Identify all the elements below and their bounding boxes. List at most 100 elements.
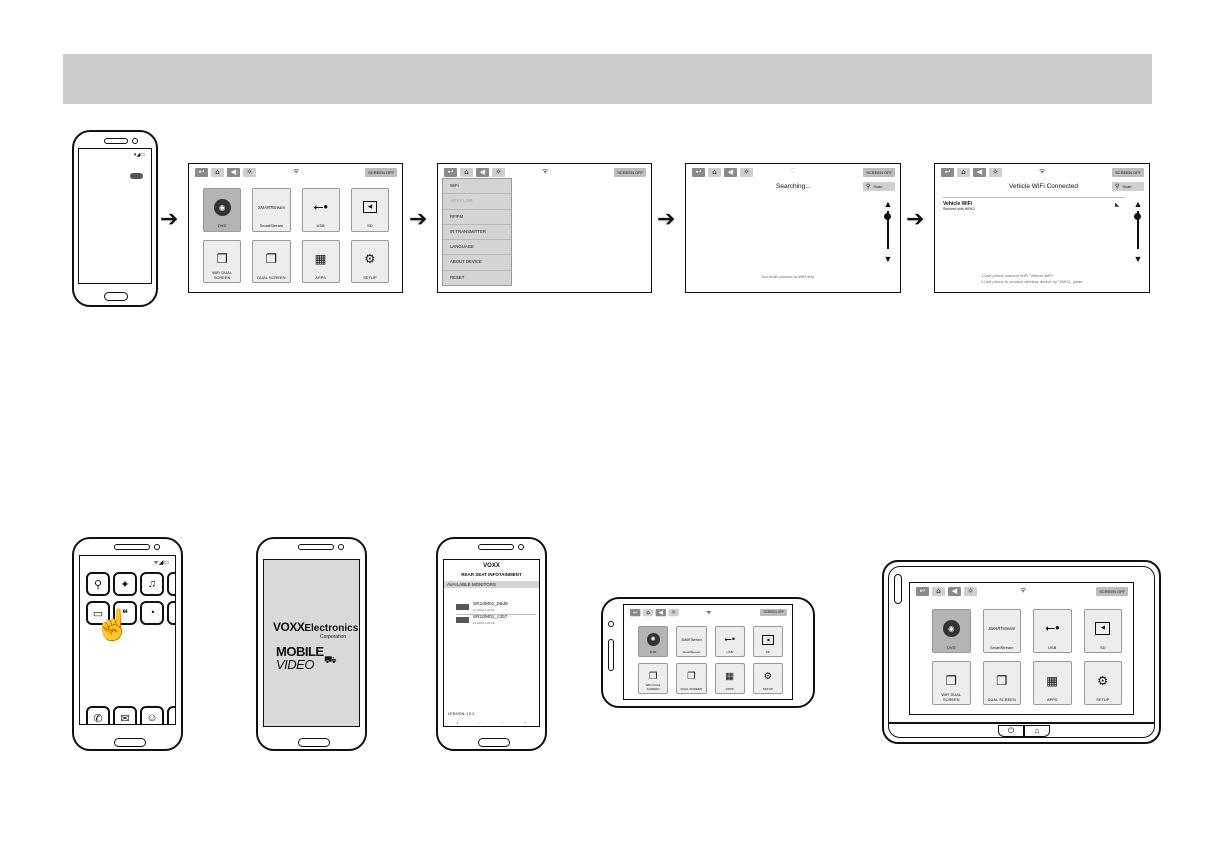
settings-icon[interactable]: ⚙ (167, 601, 175, 625)
screen-off-button[interactable]: SCREEN OFF (1096, 587, 1128, 596)
tile-setup[interactable]: ⚙SETUP (1083, 661, 1122, 705)
home-icon[interactable]: ⌂ (708, 168, 721, 177)
brightness-icon[interactable]: ☼ (492, 168, 505, 177)
volume-icon[interactable]: ◀ (227, 168, 240, 177)
monitor-list-item[interactable]: SR10M01_b6d9 11.2200.1.20.64 (456, 602, 536, 615)
scroll-up-icon[interactable]: ▲ (1133, 199, 1143, 209)
clock-icon[interactable]: ◔ (140, 601, 164, 625)
tile-wifi-dual-screen[interactable]: ❐WiFi DUAL SCREEN (932, 661, 971, 705)
home-icon[interactable]: ⌂ (460, 168, 473, 177)
nav-return-icon[interactable]: ↩ (523, 720, 527, 725)
scroll-thumb[interactable] (1134, 213, 1141, 220)
wifi-toggle[interactable] (130, 173, 143, 179)
volume-icon[interactable]: ◀ (655, 609, 666, 617)
tile-usb[interactable]: ⭠•USB (714, 626, 745, 657)
wifi-icon: ᯤ (542, 168, 549, 175)
scrollbar[interactable]: ▲ ▼ (883, 199, 893, 267)
scan-button[interactable]: ⚲Scan (863, 182, 895, 191)
tile-usb[interactable]: ⭠•USB (1033, 609, 1072, 653)
menu-item-reset[interactable]: RESET (450, 274, 465, 280)
screen-off-button[interactable]: SCREEN OFF (1112, 168, 1144, 177)
menu-item-about-device[interactable]: ABOUT DEVICE (443, 255, 511, 271)
chat-icon[interactable]: ❝ (113, 601, 137, 625)
lock-icon: ◣ (1115, 202, 1119, 208)
volume-icon[interactable]: ◀ (724, 168, 737, 177)
scan-button[interactable]: ⚲Scan (1112, 182, 1144, 191)
home-icon[interactable]: ⌂ (211, 168, 224, 177)
tile-dual-screen[interactable]: ❐DUAL SCREEN (982, 661, 1021, 705)
mobile-video-logo-line1: MOBILE (276, 644, 324, 659)
brightness-icon[interactable]: ☼ (740, 168, 753, 177)
wifi-icon: ᯤ (293, 168, 300, 175)
menu-item-rf-fm[interactable]: RF/FM (443, 210, 511, 225)
home-icon[interactable]: ⌂ (957, 168, 970, 177)
back-icon[interactable]: ↩ (195, 168, 208, 177)
tile-setup[interactable]: ⚙SETUP (752, 663, 783, 694)
back-icon[interactable]: ↩ (916, 587, 929, 596)
tablet-power-button[interactable]: ⏻ (998, 725, 1024, 737)
tile-apps[interactable]: ▦APPS (714, 663, 745, 694)
contacts-icon[interactable]: ☺ (140, 706, 164, 724)
menu-item-voxx-link[interactable]: VOXX LINK (443, 194, 511, 210)
monitor-list-item[interactable]: SR10M01_c357 11.2200.1.20.29 (456, 615, 536, 627)
tile-setup[interactable]: ⚙SETUP (350, 239, 389, 283)
music-icon[interactable]: ♫ (140, 572, 164, 596)
brightness-icon[interactable]: ☼ (668, 609, 679, 617)
nav-recent-icon[interactable]: □ (500, 720, 504, 725)
scrollbar[interactable]: ▲ ▼ (1133, 199, 1143, 267)
tile-sd[interactable]: ◀SD (350, 188, 389, 232)
screen-off-button[interactable]: SCREEN OFF (760, 609, 787, 616)
scroll-thumb[interactable] (884, 213, 891, 220)
tile-usb[interactable]: ⭠•USB (301, 188, 340, 232)
tile-dvd[interactable]: ◉DVD (932, 609, 971, 653)
back-icon[interactable]: ↩ (444, 168, 457, 177)
tile-dvd[interactable]: ◉DVD (638, 626, 669, 657)
network-status: Secured with WPA2 (943, 207, 975, 211)
tile-apps[interactable]: ▦APPS (1033, 661, 1072, 705)
menu-item-wifi[interactable]: WiFi (443, 179, 511, 195)
scroll-down-icon[interactable]: ▼ (883, 254, 893, 264)
back-icon[interactable]: ↩ (941, 168, 954, 177)
nav-back-icon[interactable]: ◂ (456, 720, 459, 725)
tile-apps[interactable]: ▦APPS (301, 239, 340, 283)
twitter-icon[interactable]: ✦ (113, 572, 137, 596)
screen-off-button[interactable]: SCREEN OFF (365, 168, 397, 177)
dual-touch-icon[interactable]: ▭ (86, 601, 110, 625)
menu-item-ir-transmitter[interactable]: IR TRANSMITTER (443, 225, 511, 241)
message-icon[interactable]: ✉ (113, 706, 137, 724)
back-icon[interactable]: ↩ (630, 609, 641, 617)
scroll-up-icon[interactable]: ▲ (883, 199, 893, 209)
back-icon[interactable]: ↩ (692, 168, 705, 177)
car-logo-icon: ⛟ (324, 655, 337, 666)
menu-item-language[interactable]: LANGUAGE (443, 240, 511, 256)
tile-wifi-dual-screen[interactable]: ❐WiFi DUAL SCREEN (203, 239, 242, 283)
volume-icon[interactable]: ◀ (973, 168, 986, 177)
tile-sd[interactable]: ◀SD (752, 626, 783, 657)
tile-wifi-dual-screen[interactable]: ❐WiFi DUAL SCREEN (638, 663, 669, 694)
location-icon[interactable]: ⚲ (86, 572, 110, 596)
tablet-home-button[interactable]: ⌂ (1024, 725, 1050, 737)
tile-dual-screen[interactable]: ❐DUAL SCREEN (252, 239, 291, 283)
home-icon[interactable]: ⌂ (642, 609, 654, 617)
tile-sd[interactable]: ◀SD (1083, 609, 1122, 653)
brightness-icon[interactable]: ☼ (964, 587, 977, 596)
brightness-icon[interactable]: ☼ (989, 168, 1002, 177)
volume-icon[interactable]: ◀ (948, 587, 961, 596)
camera-icon[interactable]: ◙ (167, 572, 175, 596)
scroll-down-icon[interactable]: ▼ (1133, 254, 1143, 264)
nav-home-icon[interactable]: ○ (478, 720, 481, 725)
tile-dvd[interactable]: ◉DVD (203, 188, 242, 232)
home-icon[interactable]: ⌂ (932, 587, 945, 596)
screen-off-button[interactable]: SCREEN OFF (614, 168, 646, 177)
browser-icon[interactable]: ✺ (167, 706, 175, 724)
app-grid: ⚲ ✦ ♫ ◙ ▭ ❝ ◔ ⚙ (86, 572, 175, 625)
tile-dual-screen[interactable]: ❐DUAL SCREEN (676, 663, 707, 694)
volume-icon[interactable]: ◀ (476, 168, 489, 177)
brightness-icon[interactable]: ☼ (243, 168, 256, 177)
screen-off-button[interactable]: SCREEN OFF (863, 168, 895, 177)
network-list-item[interactable]: Vehicle WiFi Secured with WPA2 ◣ (943, 197, 1125, 213)
phone-icon[interactable]: ✆ (86, 706, 110, 724)
